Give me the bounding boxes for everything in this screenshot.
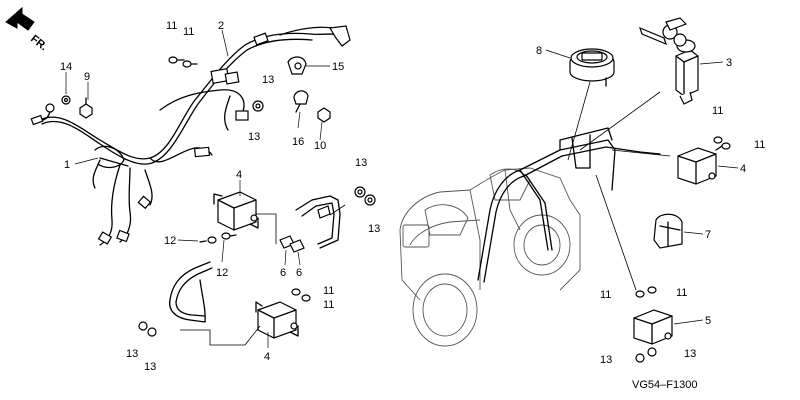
callout-13-d: 13: [368, 223, 380, 235]
relay-upper-left: [213, 191, 259, 231]
callout-12-a: 12: [164, 235, 176, 247]
callout-13-a: 13: [262, 74, 274, 86]
main-wire-harness: [30, 25, 351, 246]
ignition-switch: [675, 39, 699, 105]
callout-11-b: 11: [183, 26, 194, 38]
ignition-key-icon: [639, 17, 688, 47]
callout-13-e: 13: [126, 348, 138, 360]
callout-2: 2: [218, 20, 224, 32]
bolt-9: [79, 97, 93, 119]
callout-4-right: 4: [740, 163, 746, 175]
nut-13-harness: [252, 100, 264, 112]
callout-11-g: 11: [600, 289, 611, 301]
callout-labels: 1 2 3 4 4 4 5 6 6 7 8 9 10 11 11 11 11 1…: [60, 20, 765, 373]
relay-upper-right: [677, 145, 723, 185]
callout-8: 8: [536, 45, 542, 57]
bolt-10: [317, 107, 331, 123]
callout-9: 9: [84, 71, 90, 83]
callout-6-b: 6: [296, 267, 302, 279]
callout-4-lower-left: 4: [264, 351, 270, 363]
callout-5: 5: [705, 315, 711, 327]
bolt-11-upper-b: [182, 60, 198, 68]
callout-10: 10: [314, 140, 326, 152]
bolt-11-lower-b: [301, 294, 311, 302]
hour-meter: [569, 48, 615, 87]
roll-bar-frame: [477, 127, 661, 283]
nut-13-right: [635, 347, 657, 363]
callout-4-upper-left: 4: [236, 169, 242, 181]
clamp-15: [287, 56, 307, 75]
bolt-12-b: [221, 232, 237, 240]
callout-13-h: 13: [684, 348, 696, 360]
nut-13-lower-b: [147, 327, 157, 337]
nut-13-hose-a: [354, 186, 366, 198]
bolt-11-upper-a: [168, 56, 185, 64]
callout-leaders: [65, 29, 739, 348]
vehicle-body-outline: [399, 167, 581, 347]
bolt-11-lower-a: [291, 288, 301, 296]
callout-11-d: 11: [754, 139, 765, 151]
bolt-11-right-lower: [635, 286, 657, 298]
callout-16: 16: [292, 136, 304, 148]
nut-13-hose-b: [364, 194, 376, 206]
callout-13-f: 13: [144, 361, 156, 373]
vacuum-hose-lower: [169, 261, 213, 323]
washer-14: [61, 95, 71, 105]
callout-11-e: 11: [323, 285, 334, 297]
diagram-code: VG54–F1300: [632, 379, 697, 391]
callout-13-b: 13: [248, 131, 260, 143]
callout-11-h: 11: [676, 287, 687, 299]
callout-11-f: 11: [323, 299, 334, 311]
nut-13-lower-a: [138, 321, 148, 331]
callout-1: 1: [64, 159, 70, 171]
callout-11-a: 11: [166, 20, 177, 32]
callout-13-g: 13: [600, 354, 612, 366]
callout-3: 3: [726, 57, 732, 69]
callout-14: 14: [60, 61, 72, 73]
clip-16: [293, 90, 309, 113]
switch-7: [653, 213, 683, 249]
callout-15: 15: [332, 61, 344, 73]
relay-lower-right: [633, 309, 673, 345]
relay-lower-left: [255, 301, 299, 339]
assembly-leader-lines-left: [180, 204, 346, 346]
callout-7: 7: [705, 229, 711, 241]
callout-13-c: 13: [355, 157, 367, 169]
callout-6-a: 6: [280, 267, 286, 279]
vacuum-hose-upper: [279, 195, 341, 253]
bolt-11-right-upper: [713, 136, 731, 150]
callout-12-b: 12: [216, 267, 228, 279]
bolt-12-a: [199, 236, 217, 244]
front-direction-arrow-icon: [5, 6, 35, 31]
assembly-leader-lines-right: [567, 81, 671, 291]
callout-11-c: 11: [712, 105, 723, 117]
direction-label: FR.: [28, 33, 49, 53]
